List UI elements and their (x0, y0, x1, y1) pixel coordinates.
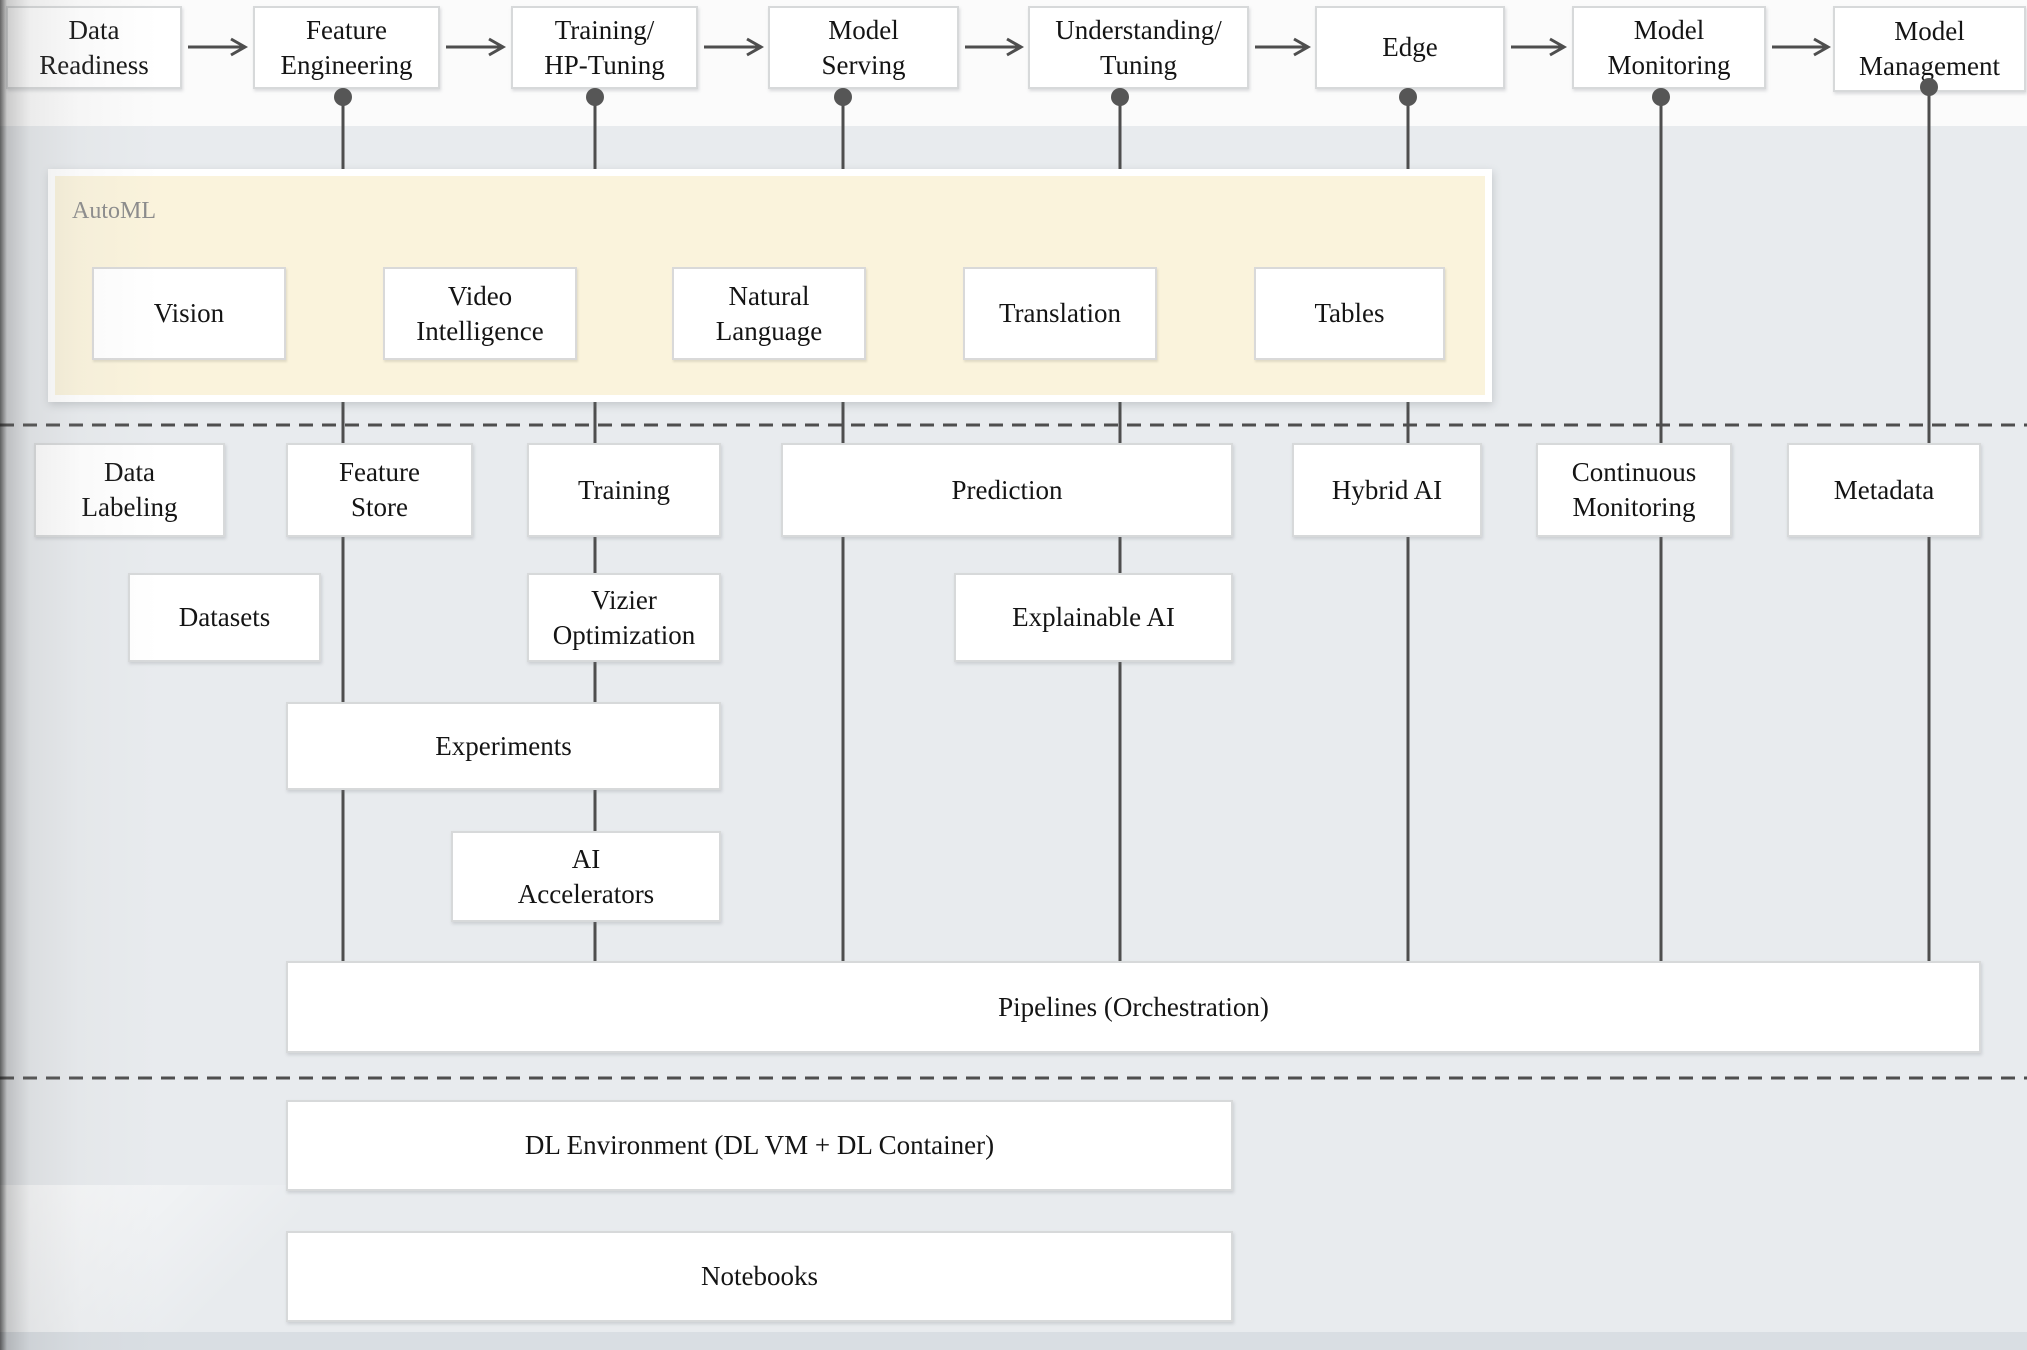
component-box-training: Training (527, 443, 721, 537)
component-label: Datasets (178, 602, 271, 633)
component-label: Notebooks (701, 1261, 818, 1292)
component-box-explainable-ai: Explainable AI (954, 573, 1233, 662)
service-box-tables: Tables (1254, 267, 1445, 360)
service-label: Video Intelligence (416, 280, 544, 346)
stage-label: Model Management (1859, 16, 2000, 81)
stage-box-data-readiness: Data Readiness (6, 6, 182, 89)
component-label: Continuous Monitoring (1571, 457, 1697, 522)
stage-box-feature-engineering: Feature Engineering (253, 6, 440, 89)
component-box-continuous-monitoring: Continuous Monitoring (1536, 443, 1732, 537)
component-label: DL Environment (DL VM + DL Container) (524, 1130, 995, 1161)
component-box-experiments: Experiments (286, 702, 721, 790)
service-label: Translation (998, 298, 1121, 329)
component-box-data-labeling: Data Labeling (34, 443, 225, 537)
stage-label: Model Serving (821, 14, 906, 80)
component-box-datasets: Datasets (128, 573, 321, 662)
stage-box-training-hp-tuning: Training/ HP-Tuning (511, 6, 698, 89)
stage-box-edge: Edge (1315, 6, 1505, 89)
component-box-metadata: Metadata (1787, 443, 1981, 537)
component-box-feature-store: Feature Store (286, 443, 473, 537)
component-label: Experiments (435, 730, 572, 761)
component-box-prediction: Prediction (781, 443, 1233, 537)
component-box-pipelines: Pipelines (Orchestration) (286, 961, 1981, 1053)
service-box-translation: Translation (963, 267, 1157, 360)
service-label: Tables (1314, 298, 1385, 329)
component-label: Hybrid AI (1331, 474, 1443, 505)
component-label: Pipelines (Orchestration) (998, 991, 1269, 1022)
component-box-vizier-optimization: Vizier Optimization (527, 573, 721, 662)
stage-box-understanding-tuning: Understanding/ Tuning (1028, 6, 1249, 89)
arrow-right-icon (704, 37, 765, 57)
arrow-right-icon (1511, 37, 1568, 57)
arrow-right-icon (188, 37, 249, 57)
component-label: AI Accelerators (517, 843, 655, 909)
arrow-right-icon (446, 37, 507, 57)
stage-box-model-serving: Model Serving (768, 6, 959, 89)
stage-label: Edge (1382, 32, 1438, 63)
stage-label: Feature Engineering (280, 14, 413, 80)
bottom-strip (0, 1332, 2027, 1350)
service-box-vision: Vision (92, 267, 286, 360)
stage-label: Data Readiness (39, 14, 149, 80)
component-label: Feature Store (339, 457, 420, 522)
service-label: Vision (153, 298, 225, 329)
automl-panel-label: AutoML (72, 198, 156, 224)
stage-label: Model Monitoring (1607, 14, 1731, 80)
component-label: Data Labeling (81, 457, 178, 522)
component-label: Prediction (951, 474, 1063, 505)
service-box-video-intelligence: Video Intelligence (383, 267, 577, 360)
component-box-hybrid-ai: Hybrid AI (1292, 443, 1482, 537)
component-box-dl-environment: DL Environment (DL VM + DL Container) (286, 1100, 1233, 1191)
component-box-notebooks: Notebooks (286, 1231, 1233, 1322)
arrow-right-icon (1255, 37, 1312, 57)
service-label: Natural Language (715, 280, 823, 346)
service-box-natural-language: Natural Language (672, 267, 866, 360)
component-label: Metadata (1833, 474, 1935, 505)
component-label: Explainable AI (1012, 602, 1175, 633)
stage-box-model-management: Model Management (1833, 6, 2026, 92)
stage-box-model-monitoring: Model Monitoring (1572, 6, 1766, 89)
arrow-right-icon (965, 37, 1025, 57)
component-label: Training (577, 474, 671, 505)
component-box-ai-accelerators: AI Accelerators (451, 831, 721, 922)
arrow-right-icon (1772, 37, 1832, 57)
stage-label: Training/ HP-Tuning (544, 14, 665, 80)
component-label: Vizier Optimization (552, 584, 696, 650)
stage-label: Understanding/ Tuning (1055, 14, 1222, 80)
